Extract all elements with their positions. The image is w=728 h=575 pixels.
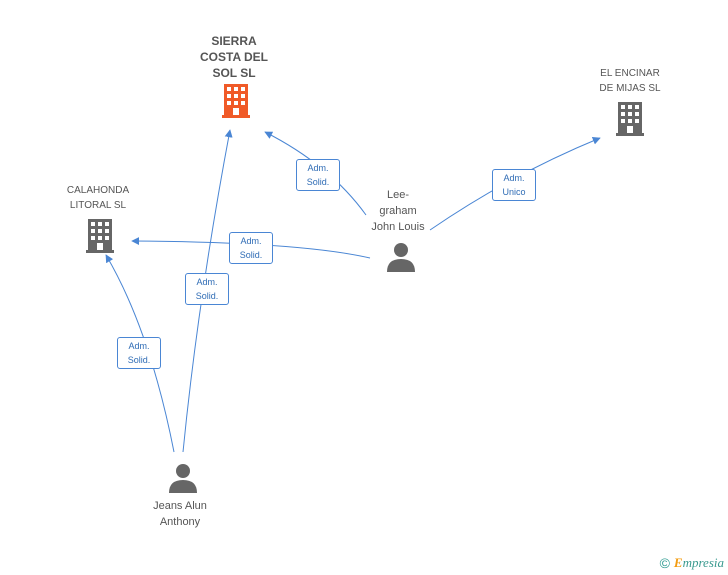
edge-label-jeans-sierra: Adm. Solid. xyxy=(185,273,229,305)
brand-logo-e: E xyxy=(673,555,683,570)
copyright-icon: © xyxy=(659,555,670,571)
building-icon[interactable] xyxy=(222,84,250,118)
footer-brand: © Empresia xyxy=(660,555,724,571)
building-icon[interactable] xyxy=(86,219,114,253)
person-icon[interactable] xyxy=(387,243,415,272)
person-label-leegraham[interactable]: Lee- graham John Louis xyxy=(371,189,425,233)
brand-logo[interactable]: Empresia xyxy=(674,555,724,571)
company-label-sierra[interactable]: SIERRA COSTA DEL SOL SL xyxy=(200,34,268,80)
edge-label-lee-sierra: Adm. Solid. xyxy=(296,159,340,191)
brand-logo-text: mpresia xyxy=(682,555,724,570)
company-label-encinar[interactable]: EL ENCINAR DE MIJAS SL xyxy=(599,68,661,94)
edge-label-lee-calahonda: Adm. Solid. xyxy=(229,232,273,264)
edge-label-lee-encinar: Adm. Unico xyxy=(492,169,536,201)
building-icon[interactable] xyxy=(616,102,644,136)
company-label-calahonda[interactable]: CALAHONDA LITORAL SL xyxy=(66,185,130,211)
person-label-jeans[interactable]: Jeans Alun Anthony xyxy=(153,500,207,528)
person-icon[interactable] xyxy=(169,464,197,493)
edge-lee-calahonda xyxy=(131,237,371,259)
edge-label-jeans-calahonda: Adm. Solid. xyxy=(117,337,161,369)
